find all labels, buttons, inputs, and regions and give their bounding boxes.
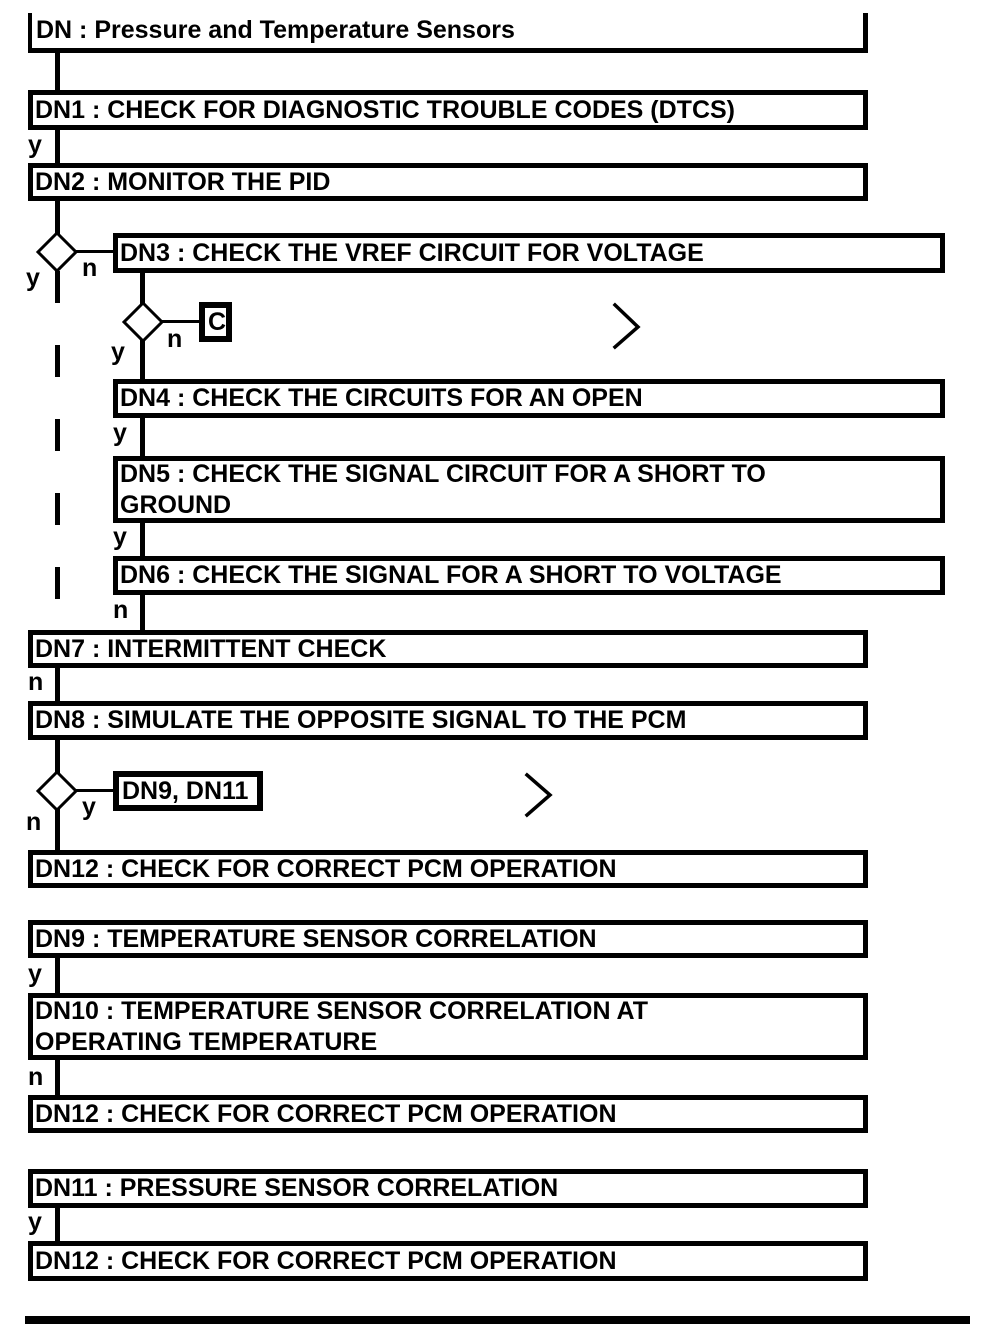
branch-label-dn10-no: n <box>28 1063 44 1091</box>
node-dn2-label: DN2 : MONITOR THE PID <box>35 167 331 196</box>
edge-dn7-dn8 <box>55 665 60 703</box>
node-dn4-label: DN4 : CHECK THE CIRCUITS FOR AN OPEN <box>120 384 643 412</box>
edge-decision-dn9dn11 <box>74 789 115 792</box>
node-dn10-label-line1: DN10 : TEMPERATURE SENSOR CORRELATION AT <box>35 996 648 1025</box>
branch-label-dn3-yes: y <box>111 338 125 366</box>
decision-diamond-after-dn3 <box>121 300 165 344</box>
edge-dn8-decision <box>55 738 60 774</box>
node-dn5[interactable]: DN5 : CHECK THE SIGNAL CIRCUIT FOR A SHO… <box>113 456 945 523</box>
node-dn6[interactable]: DN6 : CHECK THE SIGNAL FOR A SHORT TO VO… <box>113 556 945 595</box>
edge-dn9-dn10 <box>55 956 60 996</box>
node-dn5-label-line2: GROUND <box>120 490 232 519</box>
connector-c-label: C <box>208 307 227 336</box>
branch-label-dn2-yes: y <box>26 264 40 292</box>
flowchart-title: DN : Pressure and Temperature Sensors <box>28 13 868 53</box>
branch-label-dn6-no: n <box>113 596 129 624</box>
node-dn7[interactable]: DN7 : INTERMITTENT CHECK <box>28 630 868 668</box>
branch-label-dn5-yes: y <box>113 523 127 551</box>
edge-decision-dn12 <box>55 808 60 852</box>
node-dn12-after-dn10[interactable]: DN12 : CHECK FOR CORRECT PCM OPERATION <box>28 1095 868 1133</box>
edge-dn6-dn7 <box>140 593 145 630</box>
branch-label-dn8-no: n <box>26 808 42 836</box>
node-dn12-after-dn8[interactable]: DN12 : CHECK FOR CORRECT PCM OPERATION <box>28 850 868 888</box>
node-dn8-label: DN8 : SIMULATE THE OPPOSITE SIGNAL TO TH… <box>35 706 687 734</box>
edge-dn11-dn12 <box>55 1206 60 1243</box>
decision-diamond-after-dn8 <box>35 769 79 813</box>
node-dn6-label: DN6 : CHECK THE SIGNAL FOR A SHORT TO VO… <box>120 561 782 589</box>
branch-label-dn3-no: n <box>167 325 183 353</box>
continuation-chevron-icon-bottom <box>524 772 553 818</box>
edge-dn2-decision <box>55 199 60 235</box>
branch-label-dn9-yes: y <box>28 960 42 988</box>
footer-rule <box>25 1316 970 1324</box>
branch-label-dn7-no: n <box>28 668 44 696</box>
node-dn10-label-line2: OPERATING TEMPERATURE <box>35 1027 378 1056</box>
edge-dn3-decision <box>140 271 145 305</box>
node-dn1[interactable]: DN1 : CHECK FOR DIAGNOSTIC TROUBLE CODES… <box>28 90 868 130</box>
branch-label-dn2-no: n <box>82 254 98 282</box>
flowchart-title-text: DN : Pressure and Temperature Sensors <box>36 16 515 44</box>
node-dn5-label-line1: DN5 : CHECK THE SIGNAL CIRCUIT FOR A SHO… <box>120 459 766 488</box>
node-dn3[interactable]: DN3 : CHECK THE VREF CIRCUIT FOR VOLTAGE <box>113 233 945 273</box>
node-dn9-label: DN9 : TEMPERATURE SENSOR CORRELATION <box>35 924 597 953</box>
node-dn9-dn11-reference-label: DN9, DN11 <box>122 776 249 805</box>
node-dn8[interactable]: DN8 : SIMULATE THE OPPOSITE SIGNAL TO TH… <box>28 701 868 740</box>
edge-decision-c <box>160 320 201 323</box>
branch-label-dn1-yes: y <box>28 131 42 159</box>
node-dn12-after-dn10-label: DN12 : CHECK FOR CORRECT PCM OPERATION <box>35 1099 617 1128</box>
connector-c-node[interactable]: C <box>199 302 232 342</box>
branch-label-dn4-yes: y <box>113 419 127 447</box>
node-dn4[interactable]: DN4 : CHECK THE CIRCUITS FOR AN OPEN <box>113 379 945 418</box>
continuation-chevron-icon-top <box>612 302 641 350</box>
node-dn11-label: DN11 : PRESSURE SENSOR CORRELATION <box>35 1174 559 1202</box>
node-dn11[interactable]: DN11 : PRESSURE SENSOR CORRELATION <box>28 1169 868 1208</box>
branch-label-dn11-yes: y <box>28 1208 42 1236</box>
node-dn1-label: DN1 : CHECK FOR DIAGNOSTIC TROUBLE CODES… <box>35 95 735 124</box>
edge-dn1-dn2 <box>55 128 60 164</box>
node-dn2[interactable]: DN2 : MONITOR THE PID <box>28 163 868 201</box>
edge-decision-dn4 <box>140 339 145 381</box>
node-dn12-after-dn8-label: DN12 : CHECK FOR CORRECT PCM OPERATION <box>35 854 617 883</box>
node-dn9[interactable]: DN9 : TEMPERATURE SENSOR CORRELATION <box>28 920 868 958</box>
edge-decision-dn3 <box>74 250 115 253</box>
node-dn10[interactable]: DN10 : TEMPERATURE SENSOR CORRELATION AT… <box>28 993 868 1060</box>
branch-label-dn8-yes: y <box>82 793 96 821</box>
decision-diamond-after-dn2 <box>35 230 79 274</box>
edge-dn4-dn5 <box>140 416 145 458</box>
node-dn12-after-dn11-label: DN12 : CHECK FOR CORRECT PCM OPERATION <box>35 1246 617 1275</box>
node-dn3-label: DN3 : CHECK THE VREF CIRCUIT FOR VOLTAGE <box>120 238 704 267</box>
node-dn7-label: DN7 : INTERMITTENT CHECK <box>35 634 387 663</box>
edge-title-dn1 <box>55 50 60 92</box>
edge-dn5-dn6 <box>140 521 145 558</box>
edge-dn10-dn12 <box>55 1058 60 1099</box>
node-dn12-after-dn11[interactable]: DN12 : CHECK FOR CORRECT PCM OPERATION <box>28 1241 868 1281</box>
node-dn9-dn11-reference[interactable]: DN9, DN11 <box>113 771 263 811</box>
